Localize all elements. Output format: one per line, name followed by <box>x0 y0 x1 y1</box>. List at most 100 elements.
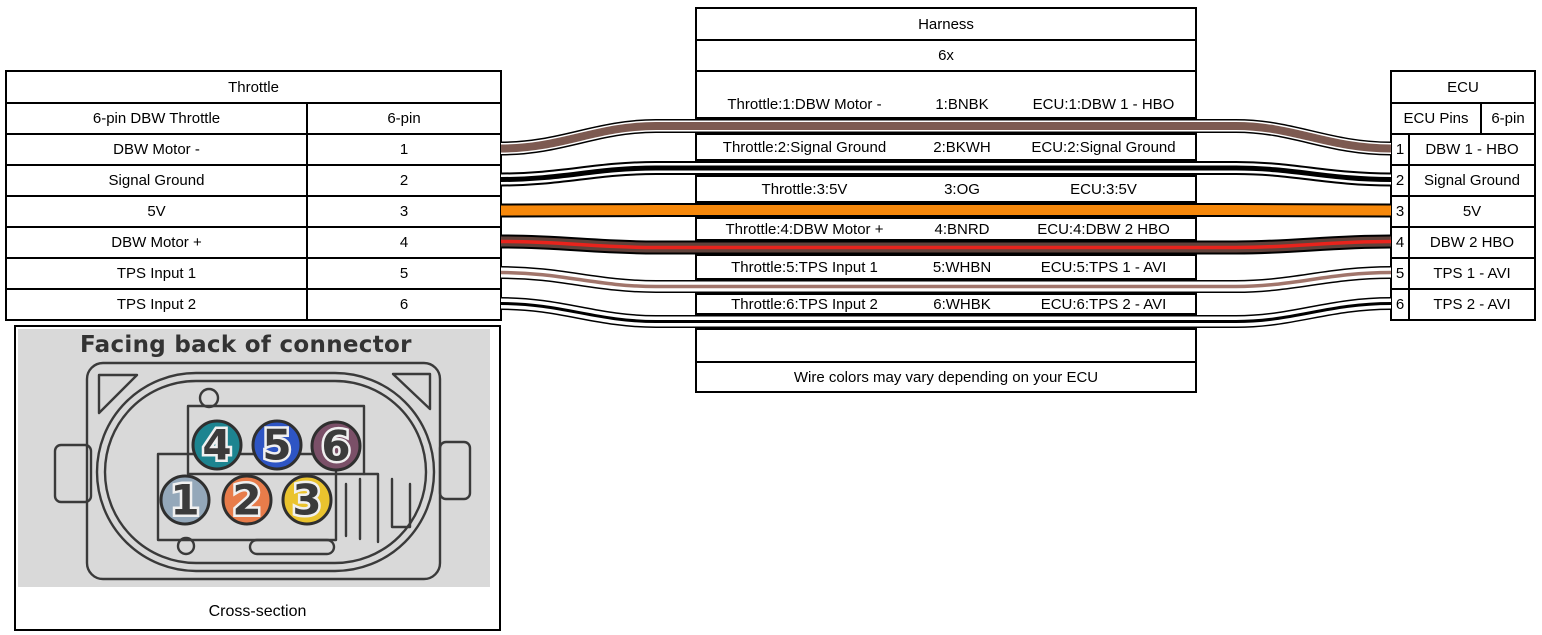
ecu-signal-cell: DBW 1 - HBO <box>1425 141 1519 158</box>
ecu-row: 2 Signal Ground <box>1392 164 1534 195</box>
throttle-row: TPS Input 2 6 <box>7 288 500 319</box>
harness-throttle-end-label: Throttle:5:TPS Input 1 <box>731 258 878 276</box>
connector-pin-1 <box>159 474 211 526</box>
harness-spacer-row <box>697 328 1195 361</box>
ecu-col-header-pins: ECU Pins <box>1392 104 1482 133</box>
harness-circuit-row: Throttle:2:Signal Ground 2:BKWH ECU:2:Si… <box>697 133 1195 161</box>
ecu-pin-cell: 6 <box>1392 290 1410 319</box>
connector-left-tab <box>53 443 93 504</box>
throttle-row: DBW Motor - 1 <box>7 133 500 164</box>
harness-quantity-row: 6x <box>697 39 1195 70</box>
connector-key-slot-3 <box>390 477 412 529</box>
throttle-pin-cell: 6 <box>399 296 409 313</box>
throttle-table-rows: DBW Motor - 1 Signal Ground 2 5V 3 DBW M… <box>7 133 500 319</box>
ecu-table-title: ECU <box>1447 78 1479 96</box>
connector-pin-2 <box>221 474 273 526</box>
throttle-row: DBW Motor + 4 <box>7 226 500 257</box>
throttle-pin-cell: 4 <box>399 234 409 251</box>
ecu-row: 5 TPS 1 - AVI <box>1392 257 1534 288</box>
ecu-pin-cell: 1 <box>1392 135 1410 164</box>
harness-wire-gap <box>697 119 1195 133</box>
ecu-table: ECU ECU Pins 6-pin 1 DBW 1 - HBO 2 Signa… <box>1390 70 1536 321</box>
harness-circuit-rows: Throttle:1:DBW Motor - 1:BNBK ECU:1:DBW … <box>697 70 1195 328</box>
throttle-col-header-pin: 6-pin <box>387 110 421 127</box>
ecu-signal-cell: DBW 2 HBO <box>1429 234 1515 251</box>
connector-seal-inner <box>103 379 428 565</box>
harness-ecu-end-label: ECU:5:TPS 1 - AVI <box>1040 258 1167 276</box>
connector-pin-number-6: 6 <box>321 422 350 471</box>
ecu-table-rows: 1 DBW 1 - HBO 2 Signal Ground 3 5V 4 DBW… <box>1392 133 1534 319</box>
connector-bottom-hole <box>176 536 196 556</box>
ecu-row: 4 DBW 2 HBO <box>1392 226 1534 257</box>
throttle-pin-cell: 3 <box>399 203 409 220</box>
connector-pin-6 <box>310 420 362 472</box>
throttle-signal-cell: DBW Motor + <box>7 228 308 257</box>
harness-ecu-end-label: ECU:4:DBW 2 HBO <box>1037 220 1170 238</box>
harness-table-title-row: Harness <box>697 9 1195 39</box>
throttle-row: 5V 3 <box>7 195 500 226</box>
ecu-signal-cell: TPS 1 - AVI <box>1433 265 1511 282</box>
connector-right-tab <box>438 440 472 501</box>
ecu-table-header-row: ECU Pins 6-pin <box>1392 102 1534 133</box>
connector-seal-outer <box>95 371 436 573</box>
connector-pin-4 <box>191 419 243 471</box>
ecu-signal-cell: 5V <box>1462 203 1482 220</box>
ecu-row: 6 TPS 2 - AVI <box>1392 288 1534 319</box>
throttle-signal-cell: 5V <box>7 197 308 226</box>
connector-photo-title: Facing back of connector <box>80 332 412 358</box>
harness-wire-code-label: 3:OG <box>944 180 980 198</box>
throttle-table: Throttle 6-pin DBW Throttle 6-pin DBW Mo… <box>5 70 502 321</box>
harness-circuit-row: Throttle:5:TPS Input 1 5:WHBN ECU:5:TPS … <box>697 254 1195 280</box>
ecu-row: 1 DBW 1 - HBO <box>1392 133 1534 164</box>
throttle-signal-cell: TPS Input 2 <box>7 290 308 319</box>
throttle-pin-cell: 1 <box>399 141 409 158</box>
throttle-signal-cell: DBW Motor - <box>7 135 308 164</box>
connector-bottom-slot <box>248 538 336 556</box>
throttle-row: TPS Input 1 5 <box>7 257 500 288</box>
harness-throttle-end-label: Throttle:3:5V <box>761 180 848 198</box>
harness-table: Harness 6x Throttle:1:DBW Motor - 1:BNBK… <box>695 7 1197 393</box>
throttle-table-title-row: Throttle <box>7 72 500 102</box>
connector-photo: Facing back of connector <box>18 329 490 587</box>
harness-wire-code-label: 6:WHBK <box>933 295 991 313</box>
ecu-col-header-6pin: 6-pin <box>1491 110 1525 127</box>
harness-wire-code-label: 4:BNRD <box>934 220 990 238</box>
harness-circuit-row: Throttle:1:DBW Motor - 1:BNBK ECU:1:DBW … <box>697 70 1195 119</box>
ecu-signal-cell: Signal Ground <box>1424 172 1520 189</box>
connector-pin-number-3: 3 <box>292 476 321 525</box>
harness-wire-gap <box>697 161 1195 175</box>
harness-ecu-end-label: ECU:2:Signal Ground <box>1031 138 1176 156</box>
connector-pin-number-4: 4 <box>202 421 231 470</box>
connector-cavity-lower <box>156 452 338 542</box>
harness-wire-code-label: 5:WHBN <box>932 258 992 276</box>
harness-table-title: Harness <box>918 15 974 33</box>
harness-circuit-row: Throttle:6:TPS Input 2 6:WHBK ECU:6:TPS … <box>697 293 1195 315</box>
harness-ecu-end-label: ECU:3:5V <box>1070 180 1137 198</box>
throttle-row: Signal Ground 2 <box>7 164 500 195</box>
harness-circuit-row: Throttle:4:DBW Motor + 4:BNRD ECU:4:DBW … <box>697 217 1195 241</box>
throttle-signal-cell: Signal Ground <box>7 166 308 195</box>
harness-circuit-row: Throttle:3:5V 3:OG ECU:3:5V <box>697 175 1195 203</box>
throttle-pin-cell: 5 <box>399 265 409 282</box>
ecu-pin-cell: 5 <box>1392 259 1410 288</box>
connector-pin-5 <box>251 419 303 471</box>
harness-ecu-end-label: ECU:1:DBW 1 - HBO <box>1032 96 1175 113</box>
throttle-table-title: Throttle <box>228 78 279 96</box>
ecu-signal-cell: TPS 2 - AVI <box>1433 296 1511 313</box>
throttle-table-header-row: 6-pin DBW Throttle 6-pin <box>7 102 500 133</box>
connector-pin-number-5: 5 <box>262 421 291 470</box>
harness-wire-gap <box>697 241 1195 254</box>
cross-section-caption: Cross-section <box>208 603 307 620</box>
harness-wire-code-label: 1:BNBK <box>935 96 989 113</box>
harness-throttle-end-label: Throttle:2:Signal Ground <box>722 138 887 156</box>
connector-top-hole <box>198 387 220 409</box>
harness-wire-gap <box>697 315 1195 328</box>
throttle-col-header-signal: 6-pin DBW Throttle <box>7 104 308 133</box>
ecu-pin-cell: 2 <box>1392 166 1410 195</box>
harness-note: Wire colors may vary depending on your E… <box>697 361 1195 391</box>
connector-pin-number-2: 2 <box>232 476 261 525</box>
connector-shell <box>85 361 442 581</box>
